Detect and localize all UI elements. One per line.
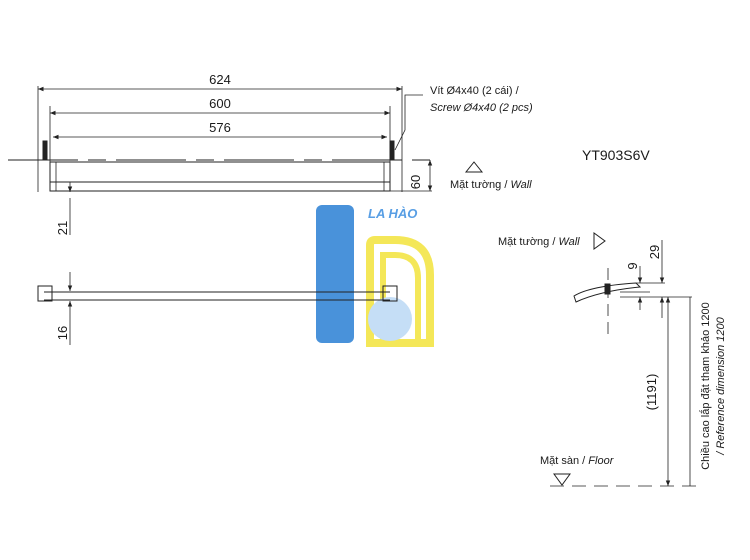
watermark-logo: LA HÀO	[316, 205, 434, 347]
bracket-left	[37, 285, 53, 302]
bar-body-top	[49, 161, 391, 192]
logo-blue-bar	[316, 205, 354, 343]
floor-label: Mặt sàn / Floor	[540, 455, 615, 467]
dim-29: 29	[647, 245, 662, 259]
reference-label-vi: Chiều cao lắp đặt tham khảo 1200	[699, 302, 712, 470]
dim-16: 16	[55, 326, 70, 340]
dim-9: 9	[625, 262, 640, 269]
reference-label-en: / Reference dimension 1200	[715, 316, 727, 455]
dim-600: 600	[209, 96, 231, 111]
dim-21: 21	[55, 221, 70, 235]
screw-left	[42, 140, 48, 161]
dim-576: 576	[209, 120, 231, 135]
dim-1191: (1191)	[644, 374, 659, 411]
screw-note-en: Screw Ø4x40 (2 pcs)	[430, 102, 533, 114]
wall-triangle-top	[464, 161, 484, 173]
logo-yellow-arc-inner	[380, 252, 421, 343]
screw-note-vi: Vít Ø4x40 (2 cái) /	[430, 85, 520, 97]
logo-yellow-arc	[366, 236, 434, 347]
model-number: YT903S6V	[582, 147, 650, 163]
dim-60: 60	[408, 175, 423, 189]
dim-624: 624	[209, 72, 231, 87]
wall-label-top: Mặt tường / Wall	[450, 179, 532, 191]
logo-circle	[368, 297, 412, 341]
bracket-right	[382, 285, 398, 302]
bracket-profile	[573, 282, 642, 303]
screw-leader	[394, 94, 423, 151]
wall-label-side: Mặt tường / Wall	[498, 236, 580, 248]
screw-side	[604, 283, 611, 295]
logo-text: LA HÀO	[368, 206, 417, 221]
floor-triangle	[553, 473, 571, 486]
front-view	[37, 272, 398, 345]
screw-right	[389, 140, 395, 161]
wall-triangle-side	[593, 232, 606, 250]
side-view	[550, 232, 700, 487]
top-view	[8, 86, 484, 235]
